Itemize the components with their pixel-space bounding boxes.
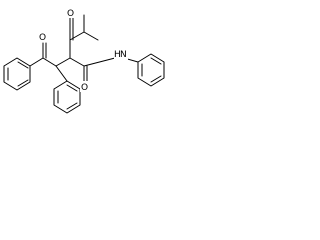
amide-oxygen-label: O bbox=[81, 83, 88, 93]
amide-nitrogen-label: N bbox=[120, 50, 127, 60]
phenyl-ring-right bbox=[137, 53, 165, 87]
atom-labels: O O O H N bbox=[38, 7, 128, 93]
amide-hydrogen-label: H bbox=[114, 50, 121, 60]
ketone-oxygen-left-label: O bbox=[39, 33, 46, 43]
chemical-structure-diagram: O O O H N bbox=[3, 7, 165, 114]
phenyl-ring-left bbox=[3, 57, 31, 91]
carbon-skeleton bbox=[29, 14, 139, 83]
ketone-oxygen-top-label: O bbox=[67, 9, 74, 19]
phenyl-ring-bottom bbox=[53, 80, 81, 114]
